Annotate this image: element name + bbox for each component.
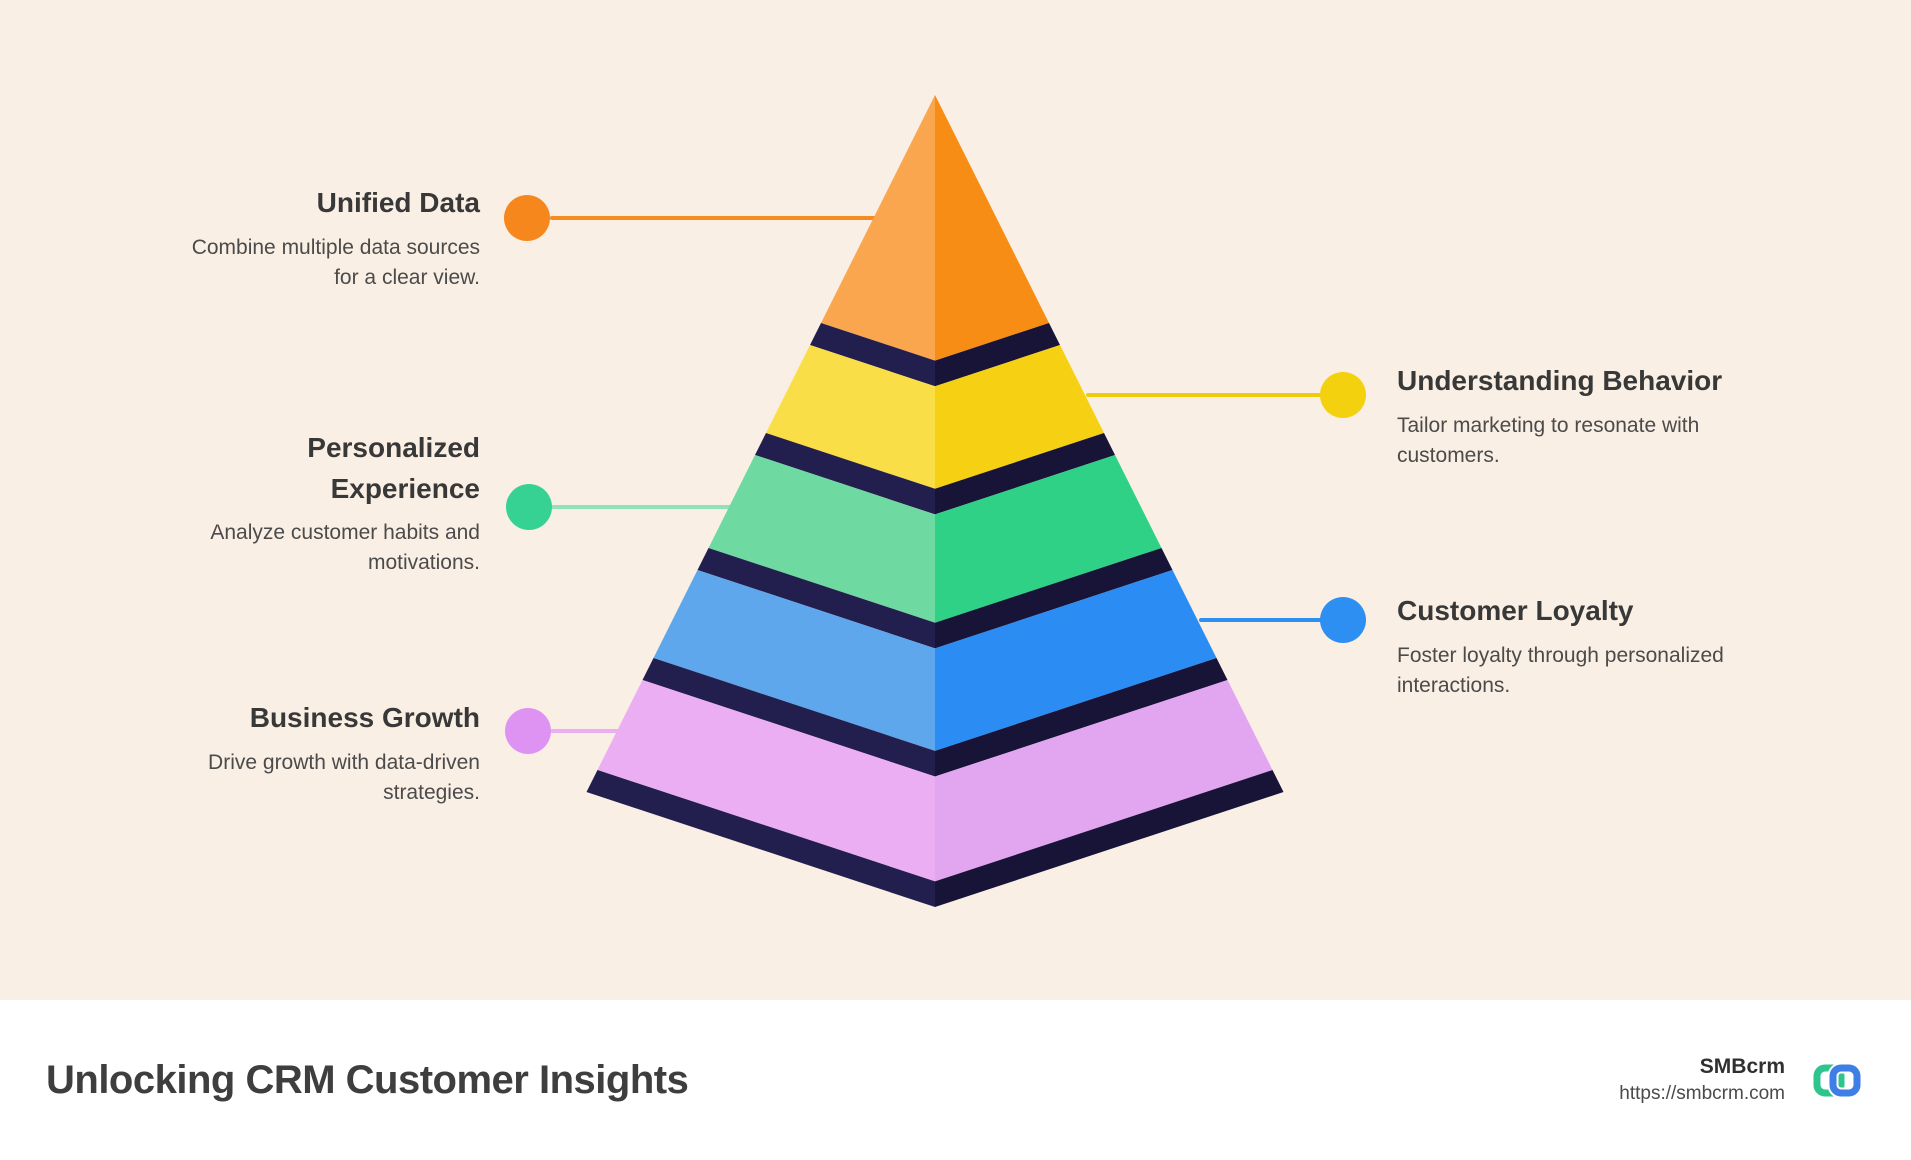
pyramid-stage: Unified Data Combine multiple data sourc…: [0, 0, 1911, 1000]
connector-line-personalized-experience: [551, 505, 731, 509]
brand-block: SMBcrm https://smbcrm.com: [1619, 1055, 1861, 1105]
bullet-dot-personalized-experience: [506, 484, 552, 530]
bullet-dot-unified-data: [504, 195, 550, 241]
callout-personalized-experience: Personalized Experience Analyze customer…: [170, 428, 480, 578]
pyramid-separator-3-left: [698, 548, 936, 648]
pyramid-customer-loyalty-left-face: [654, 570, 936, 751]
connector-line-customer-loyalty: [1199, 618, 1322, 622]
connector-line-understanding-behavior: [1086, 393, 1322, 397]
callout-description: Analyze customer habits and motivations.: [170, 518, 480, 578]
pyramid-personalized-experience-right-face: [935, 455, 1162, 623]
callout-description: Drive growth with data-driven strategies…: [170, 748, 480, 808]
page-title: Unlocking CRM Customer Insights: [46, 1058, 688, 1103]
connector-line-unified-data: [550, 216, 878, 220]
brand-url: https://smbcrm.com: [1619, 1083, 1785, 1105]
pyramid-understanding-behavior-left-face: [766, 345, 935, 489]
brand-name: SMBcrm: [1619, 1055, 1785, 1079]
pyramid-unified-data-right-face: [935, 95, 1049, 361]
callout-business-growth: Business Growth Drive growth with data-d…: [170, 698, 480, 808]
pyramid-unified-data-left-face: [821, 95, 935, 361]
callout-customer-loyalty: Customer Loyalty Foster loyalty through …: [1397, 591, 1797, 701]
pyramid-separator-5-left: [587, 770, 936, 907]
callout-description: Combine multiple data sources for a clea…: [170, 233, 480, 293]
smbcrm-logo-icon: [1813, 1064, 1861, 1097]
callout-title: Unified Data: [170, 183, 480, 224]
pyramid-understanding-behavior-right-face: [935, 345, 1104, 489]
brand-text: SMBcrm https://smbcrm.com: [1619, 1055, 1785, 1105]
callout-understanding-behavior: Understanding Behavior Tailor marketing …: [1397, 361, 1797, 471]
pyramid-personalized-experience-left-face: [709, 455, 936, 623]
pyramid-separator-3-right: [935, 548, 1173, 648]
bullet-dot-business-growth: [505, 708, 551, 754]
pyramid-separator-4-left: [643, 658, 936, 777]
footer-bar: Unlocking CRM Customer Insights SMBcrm h…: [0, 1000, 1911, 1160]
pyramid-separator-1-right: [935, 323, 1060, 386]
callout-title: Business Growth: [170, 698, 480, 739]
pyramid-business-growth-right-face: [935, 680, 1273, 881]
connector-line-business-growth: [550, 729, 629, 733]
callout-title: Personalized Experience: [170, 428, 480, 509]
pyramid-separator-5-right: [935, 770, 1284, 907]
bullet-dot-understanding-behavior: [1320, 372, 1366, 418]
pyramid-separator-4-right: [935, 658, 1228, 777]
pyramid-separator-1-left: [810, 323, 935, 386]
pyramid-separator-2-right: [935, 433, 1115, 514]
pyramid-customer-loyalty-right-face: [935, 570, 1217, 751]
callout-description: Tailor marketing to resonate with custom…: [1397, 411, 1742, 471]
callout-title: Customer Loyalty: [1397, 591, 1797, 632]
pyramid-business-growth-left-face: [598, 680, 936, 881]
callout-description: Foster loyalty through personalized inte…: [1397, 641, 1742, 701]
pyramid-separator-2-left: [755, 433, 935, 514]
callout-unified-data: Unified Data Combine multiple data sourc…: [170, 183, 480, 293]
bullet-dot-customer-loyalty: [1320, 597, 1366, 643]
callout-title: Understanding Behavior: [1397, 361, 1797, 402]
